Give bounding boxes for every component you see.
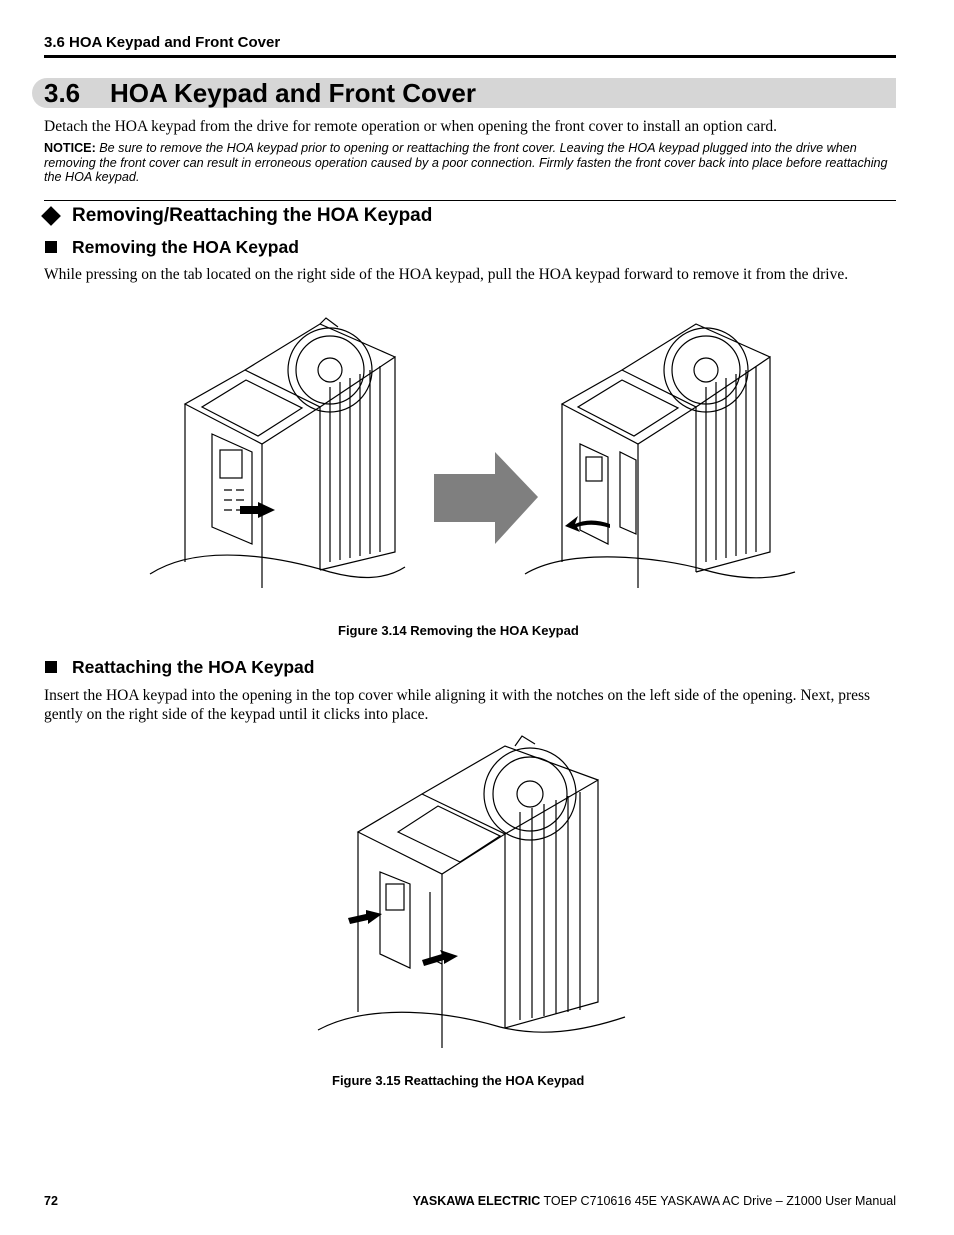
- running-header: 3.6 HOA Keypad and Front Cover: [44, 34, 281, 51]
- square-bullet-icon: [45, 661, 57, 673]
- footer-brand: YASKAWA ELECTRIC: [412, 1194, 541, 1208]
- reattaching-heading: Reattaching the HOA Keypad: [72, 657, 315, 677]
- pull-arrow-icon-right: [565, 516, 610, 532]
- intro-paragraph: Detach the HOA keypad from the drive for…: [44, 118, 778, 135]
- removing-paragraph: While pressing on the tab located on the…: [44, 266, 849, 283]
- section-number: 3.6: [44, 78, 81, 108]
- figure-caption-3-14: Figure 3.14 Removing the HOA Keypad: [338, 623, 579, 638]
- transition-arrow-icon: [434, 452, 538, 544]
- reattaching-paragraph: Insert the HOA keypad into the opening i…: [44, 687, 871, 723]
- header-rule: [44, 55, 896, 58]
- section-title-band: [32, 78, 896, 108]
- notice-block: NOTICE: Be sure to remove the HOA keypad…: [44, 141, 900, 185]
- subsection-title: Removing/Reattaching the HOA Keypad: [72, 205, 433, 226]
- footer-text: YASKAWA ELECTRIC TOEP C710616 45E YASKAW…: [413, 1194, 896, 1208]
- figure-caption-3-15: Figure 3.15 Reattaching the HOA Keypad: [332, 1073, 585, 1088]
- square-bullet-icon: [45, 241, 57, 253]
- notice-label: NOTICE:: [44, 141, 96, 155]
- drive-illustration-right: [524, 323, 796, 588]
- notice-text: Be sure to remove the HOA keypad prior t…: [44, 141, 888, 185]
- page-number: 72: [44, 1194, 58, 1208]
- pull-arrow-icon-left: [240, 502, 275, 518]
- press-arrow-icon: [422, 950, 458, 966]
- diamond-bullet-icon: [41, 206, 61, 226]
- figure-removing-keypad: [149, 317, 796, 588]
- removing-heading: Removing the HOA Keypad: [72, 237, 299, 257]
- section-title: HOA Keypad and Front Cover: [110, 78, 476, 108]
- insert-arrow-icon: [348, 910, 382, 924]
- footer-doc: TOEP C710616 45E YASKAWA AC Drive – Z100…: [540, 1194, 896, 1208]
- figure-reattaching-keypad: [317, 735, 626, 1048]
- subsection-rule: [44, 200, 896, 201]
- drive-illustration-left: [149, 317, 406, 588]
